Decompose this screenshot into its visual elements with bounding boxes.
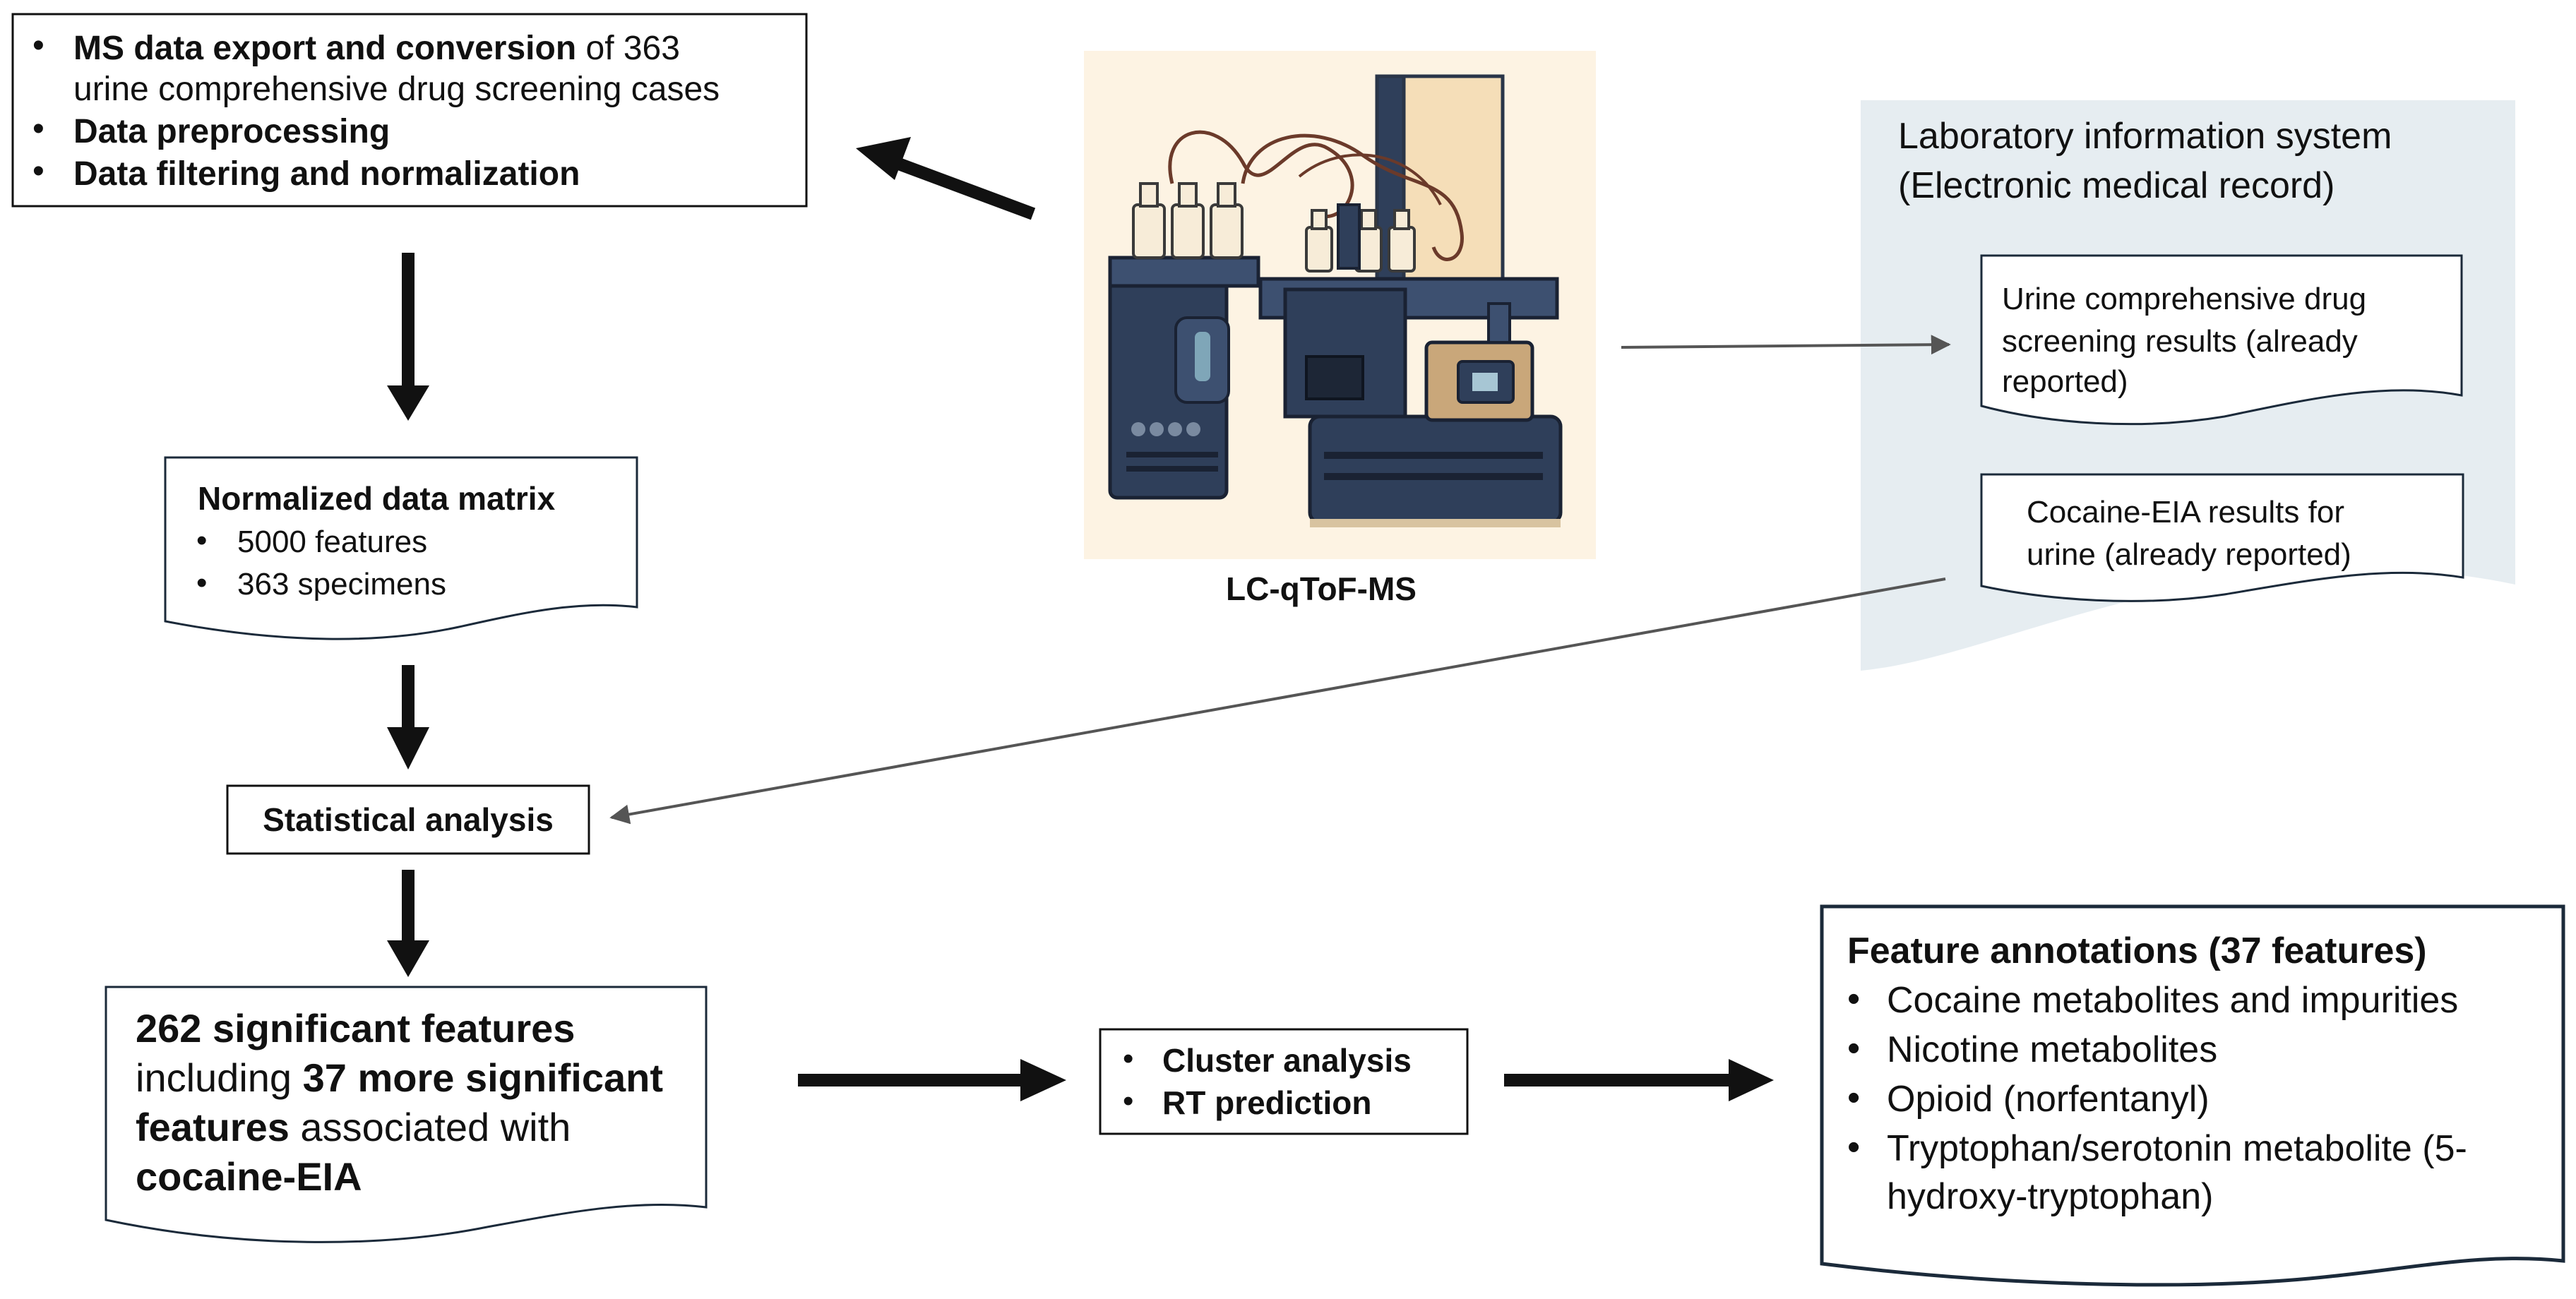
doc2-line2: urine (already reported) (2027, 537, 2351, 572)
arrow-significant-to-cluster (798, 1059, 1066, 1101)
bullet: • (196, 565, 207, 600)
arrow-instrument-to-lis (1621, 335, 1951, 355)
lis-panel: Laboratory information system (Electroni… (1861, 100, 2515, 671)
doc1-line2: screening results (already (2002, 324, 2358, 359)
doc2-line1: Cocaine-EIA results for (2027, 495, 2344, 529)
arrow-stats-to-significant (387, 870, 429, 977)
bullet: • (1847, 1127, 1860, 1168)
annotation-cocaine: Cocaine metabolites and impurities (1887, 980, 2458, 1021)
box-feature-annotations: Feature annotations (37 features) • Coca… (1820, 904, 2565, 1287)
filtering-item: Data filtering and normalization (73, 155, 580, 193)
stats-label: Statistical analysis (263, 801, 554, 838)
bullet: • (1847, 1077, 1860, 1118)
doc-drug-screening-results: Urine comprehensive drug screening resul… (1980, 254, 2463, 426)
significant-line1: 262 significant features (136, 1006, 575, 1050)
cluster-item: Cluster analysis (1162, 1042, 1412, 1079)
rt-prediction-item: RT prediction (1162, 1084, 1371, 1121)
significant-line2: including 37 more significant (136, 1055, 663, 1100)
lc-qtof-ms-instrument-illustration: LC-qToF-MS (1084, 51, 1596, 607)
bullet: • (1847, 978, 1860, 1019)
bullet: • (1847, 1028, 1860, 1069)
lis-title-line1: Laboratory information system (1898, 116, 2392, 157)
annotation-nicotine: Nicotine metabolites (1887, 1029, 2217, 1070)
matrix-features: 5000 features (237, 525, 427, 559)
arrow-instrument-to-export (856, 137, 1036, 220)
box-normalized-matrix: Normalized data matrix • 5000 features •… (164, 456, 638, 640)
bullet: • (32, 152, 44, 190)
arrow-cluster-to-annotations (1504, 1059, 1774, 1101)
bullet: • (1123, 1084, 1133, 1118)
annotation-opioid: Opioid (norfentanyl) (1887, 1079, 2210, 1120)
annotation-tryptophan-line2: hydroxy-tryptophan) (1887, 1176, 2213, 1217)
box-significant-features: 262 significant features including 37 mo… (105, 986, 708, 1243)
doc-cocaine-eia-results: Cocaine-EIA results for urine (already r… (1980, 473, 2464, 602)
annotation-tryptophan-line1: Tryptophan/serotonin metabolite (5- (1887, 1128, 2467, 1169)
bullet: • (32, 110, 44, 148)
instrument-label: LC-qToF-MS (1226, 570, 1417, 607)
significant-line4: cocaine-EIA (136, 1154, 362, 1199)
preprocessing-item: Data preprocessing (73, 113, 390, 150)
arrow-export-to-matrix (387, 253, 429, 421)
box-export-preprocessing: • MS data export and conversion of 363 u… (11, 13, 808, 208)
doc1-line1: Urine comprehensive drug (2002, 282, 2366, 316)
bullet: • (1123, 1041, 1133, 1076)
annotations-title: Feature annotations (37 features) (1847, 930, 2427, 971)
box-statistical-analysis: Statistical analysis (226, 784, 590, 855)
export-line2: urine comprehensive drug screening cases (73, 71, 720, 108)
arrow-matrix-to-stats (387, 665, 429, 770)
arrow-lis-to-stats (609, 577, 1946, 825)
export-line1: MS data export and conversion of 363 (73, 30, 680, 67)
bullet: • (32, 27, 44, 64)
lis-title-line2: (Electronic medical record) (1898, 165, 2334, 206)
significant-line3: features associated with (136, 1105, 571, 1149)
matrix-title: Normalized data matrix (198, 480, 556, 517)
box-cluster-analysis: • Cluster analysis • RT prediction (1099, 1028, 1469, 1135)
doc1-line3: reported) (2002, 364, 2128, 399)
matrix-specimens: 363 specimens (237, 567, 446, 601)
bullet: • (196, 523, 207, 558)
